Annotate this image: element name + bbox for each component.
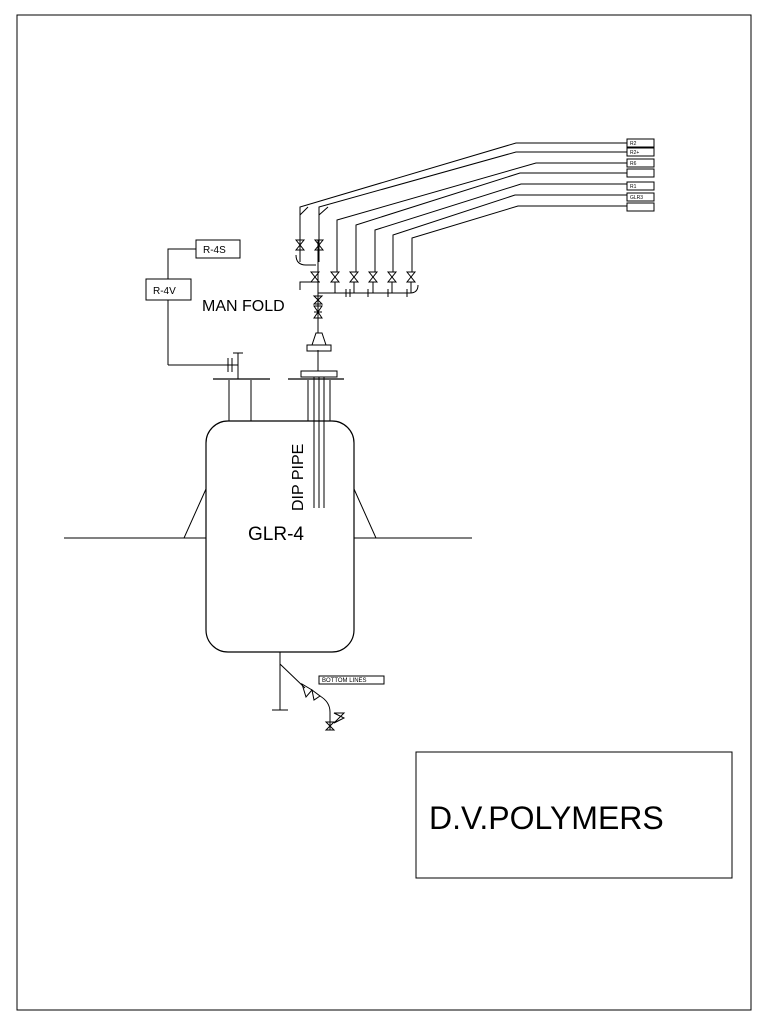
r-4s-box bbox=[195, 239, 241, 259]
vessel-label: GLR-4 bbox=[248, 524, 304, 545]
title-block: D.V.POLYMERS bbox=[415, 751, 733, 879]
r-4v-label: R-4V bbox=[153, 286, 176, 297]
dest-tag-label: R6 bbox=[630, 161, 637, 167]
destination-lines bbox=[299, 142, 627, 272]
drawing-border bbox=[16, 14, 752, 1011]
dest-tag bbox=[626, 147, 655, 157]
dest-tag bbox=[626, 181, 655, 191]
manifold-label: MAN FOLD bbox=[202, 298, 285, 315]
dest-tag bbox=[626, 168, 655, 178]
support-leg-right bbox=[353, 488, 377, 539]
dip-pipe-label: DIP PIPE bbox=[290, 444, 307, 511]
dest-tag-label: R1 bbox=[630, 184, 637, 190]
vessel-glr-4: GLR-4 bbox=[64, 420, 472, 653]
dest-tag-label: GLR3 bbox=[630, 195, 643, 201]
destination-tags: R2 R2+ R6 R1 GLR3 bbox=[626, 138, 655, 212]
dest-tag bbox=[626, 158, 655, 168]
bottom-lines-tag bbox=[318, 675, 385, 685]
vent-nozzle: R-4V R-4S bbox=[145, 239, 270, 421]
dip-pipe-nozzle: DIP PIPE bbox=[288, 332, 344, 511]
r-4s-label: R-4S bbox=[203, 245, 226, 256]
bottom-lines-label: BOTTOM LINES bbox=[322, 678, 367, 684]
dest-tag-label: R2+ bbox=[630, 150, 639, 156]
dest-tag bbox=[626, 192, 655, 202]
title-block-box bbox=[415, 751, 733, 879]
dest-tag bbox=[626, 138, 655, 148]
dest-tag-label: R2 bbox=[630, 141, 637, 147]
dest-tag bbox=[626, 202, 655, 212]
bottom-outlet: BOTTOM LINES bbox=[272, 652, 385, 731]
manifold-riser: MAN FOLD bbox=[202, 240, 324, 333]
company-name: D.V.POLYMERS bbox=[429, 800, 664, 836]
support-leg-left bbox=[183, 488, 207, 539]
manifold-header bbox=[294, 206, 419, 297]
